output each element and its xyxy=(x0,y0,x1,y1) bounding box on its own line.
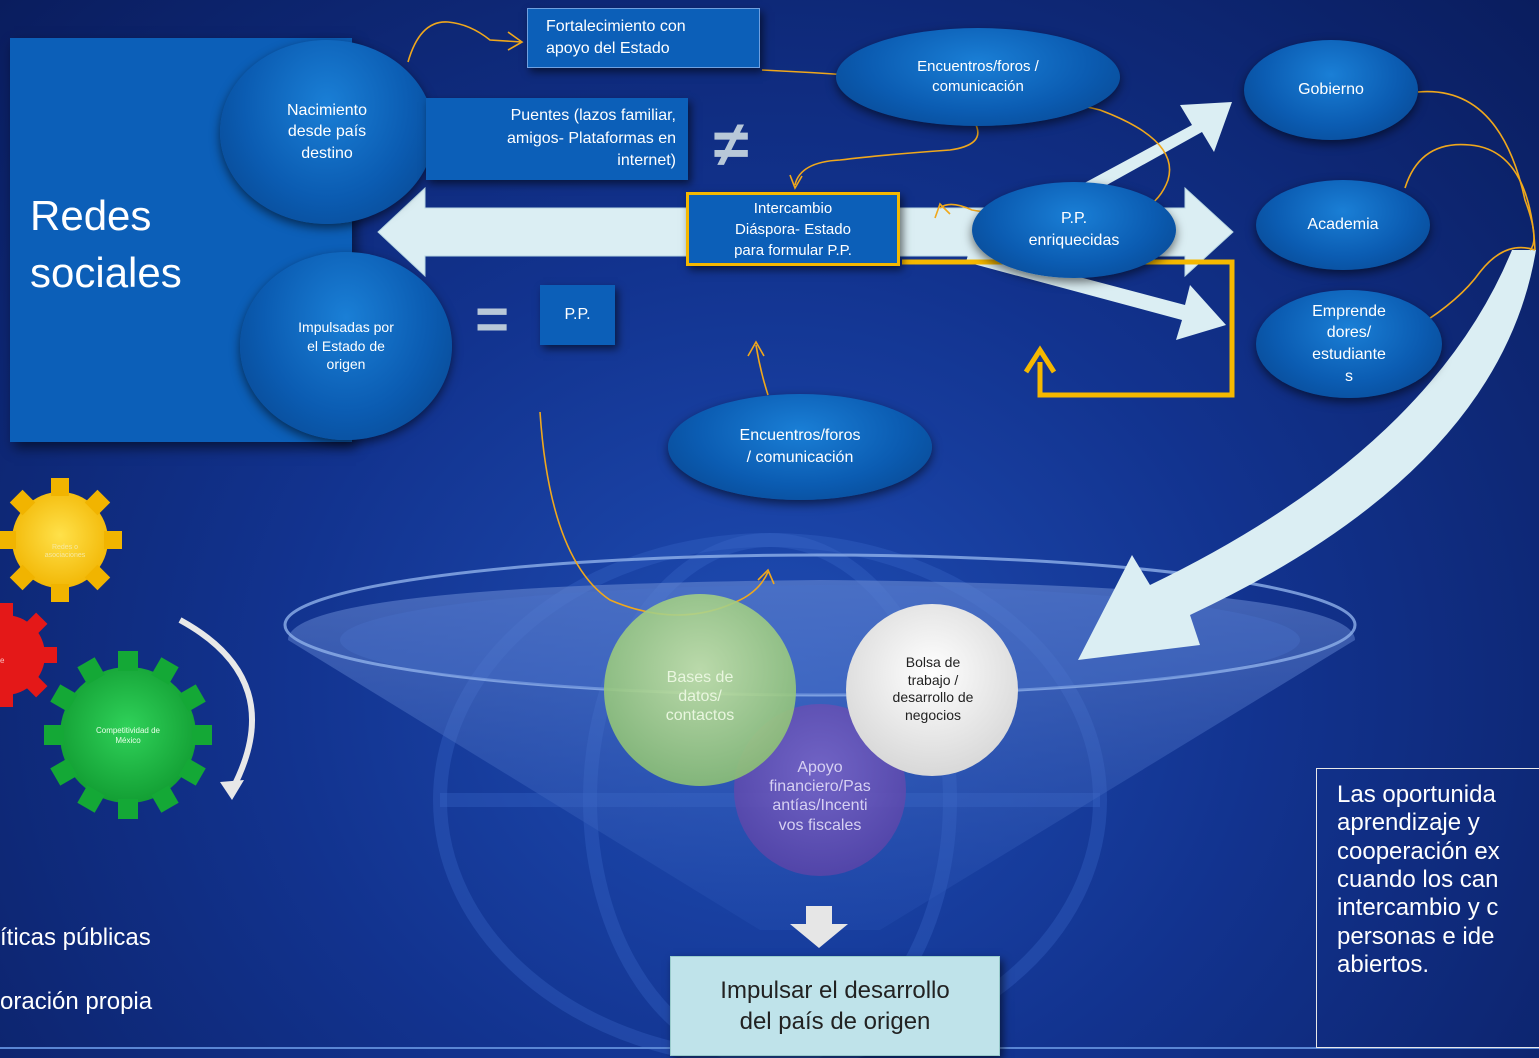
node-nacimiento: Nacimiento desde país destino xyxy=(220,40,434,224)
node-encuentros-bottom: Encuentros/foros / comunicación xyxy=(668,394,932,500)
node-impulsadas: Impulsadas por el Estado de origen xyxy=(240,252,452,440)
curved-arrow-to-funnel xyxy=(1078,250,1536,660)
node-puentes: Puentes (lazos familiar, amigos- Platafo… xyxy=(426,98,688,180)
bottom-left-line-1: íticas públicas xyxy=(0,924,151,951)
gear-red-label: e xyxy=(0,656,5,665)
bottom-left-line-2: oración propia xyxy=(0,988,153,1015)
gear-rotation-arrowhead xyxy=(220,780,244,800)
ball-bolsa-label: Bolsa de trabajo / desarrollo de negocio… xyxy=(892,654,974,723)
not-equal-symbol: ≠ xyxy=(713,108,749,180)
node-gobierno: Gobierno xyxy=(1244,40,1418,140)
gear-green-label: Competitividad de México xyxy=(95,726,161,745)
redes-sociales-title: Redes sociales xyxy=(30,192,182,296)
note-box: Las oportunida aprendizaje y cooperación… xyxy=(1316,768,1539,1048)
gear-yellow xyxy=(0,478,122,602)
gear-rotation-arrow xyxy=(178,617,255,792)
ball-bases-label: Bases de datos/ contactos xyxy=(665,669,735,725)
node-academia: Academia xyxy=(1256,180,1430,270)
equal-symbol: = xyxy=(475,287,509,352)
node-pp: P.P. xyxy=(540,285,615,345)
funnel-output: Impulsar el desarrollo del país de orige… xyxy=(670,956,1000,1056)
ball-bases xyxy=(604,594,796,786)
ball-bolsa xyxy=(846,604,1018,776)
node-pp-enriquecidas: P.P. enriquecidas xyxy=(972,182,1176,278)
funnel-down-arrow xyxy=(790,906,848,948)
feedback-arrowhead xyxy=(1023,345,1057,374)
gear-green xyxy=(44,651,212,819)
node-encuentros-top: Encuentros/foros / comunicación xyxy=(836,28,1120,126)
gear-red xyxy=(0,603,57,707)
node-fortalecimiento: Fortalecimiento con apoyo del Estado xyxy=(527,8,760,68)
node-intercambio: Intercambio Diáspora- Estado para formul… xyxy=(686,192,900,266)
node-emprendedores: Emprende dores/ estudiante s xyxy=(1256,290,1442,398)
gear-yellow-label: Redes o asociaciones xyxy=(44,544,86,560)
ball-apoyo-label: Apoyo financiero/Pas antías/Incenti vos … xyxy=(769,759,871,834)
